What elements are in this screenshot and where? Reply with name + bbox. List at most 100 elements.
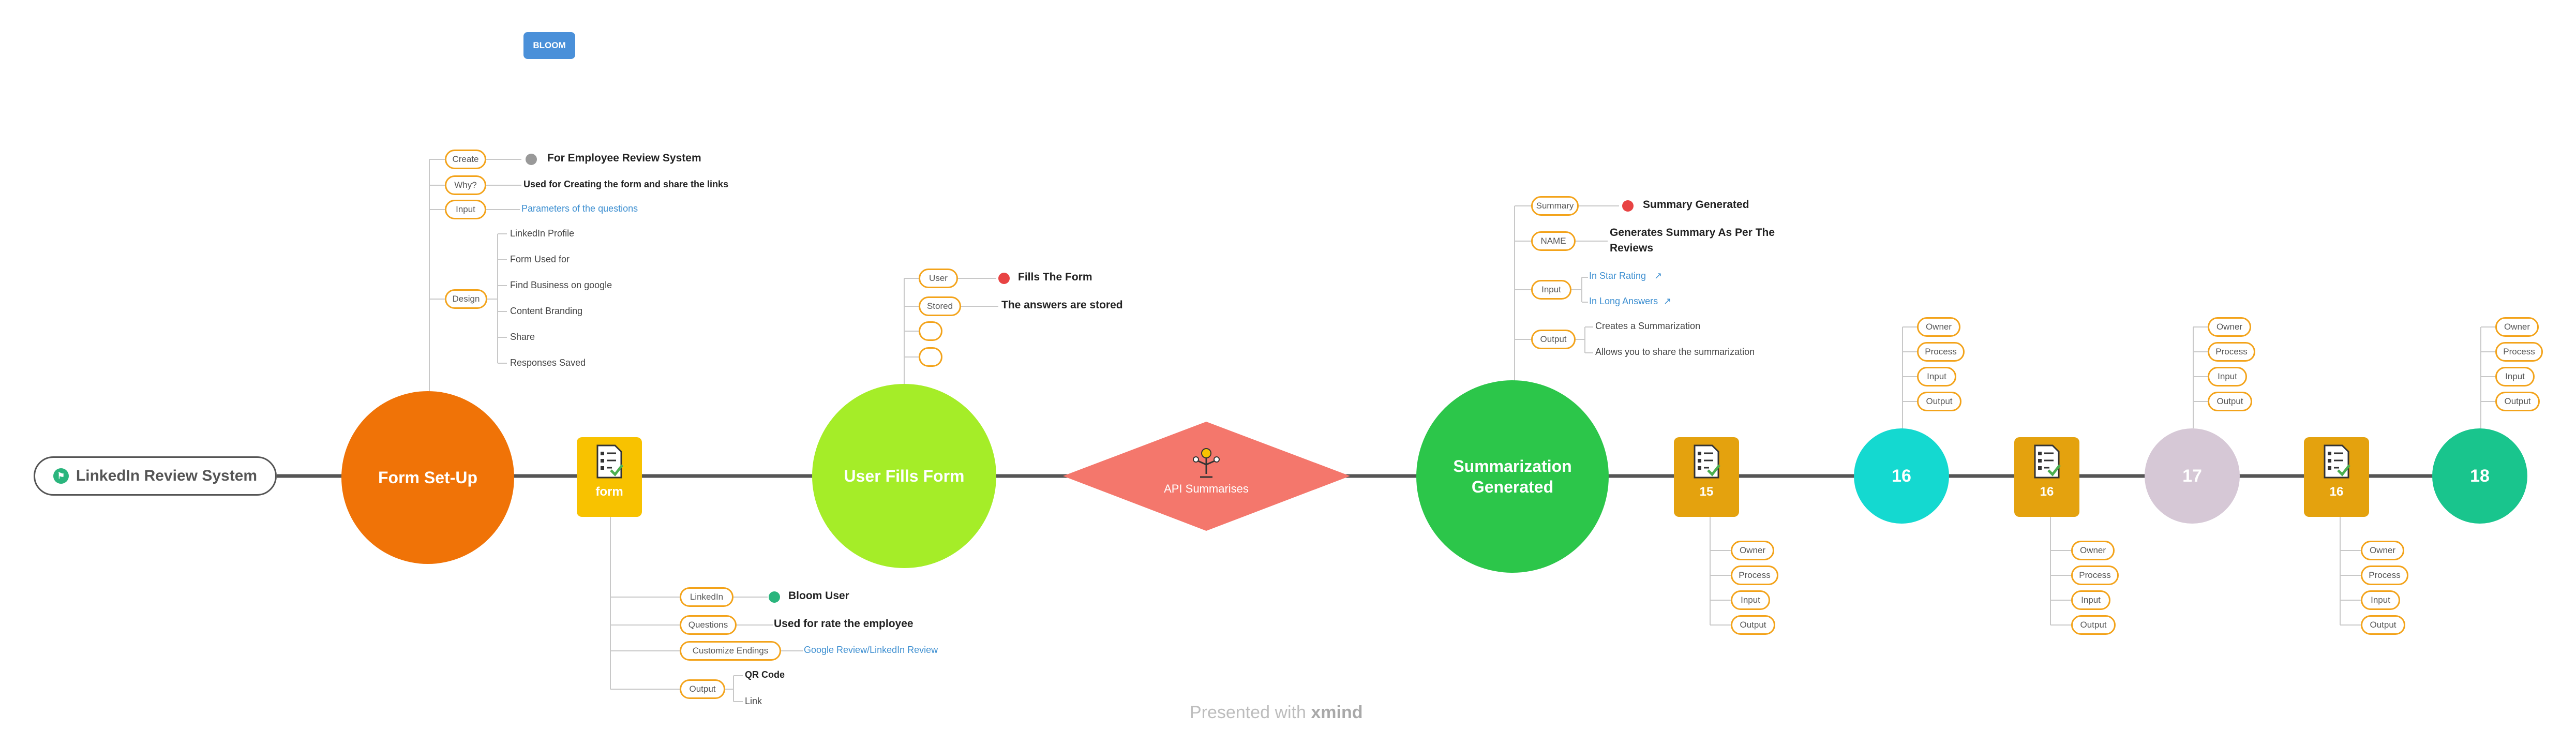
design-item: LinkedIn Profile (510, 228, 575, 239)
node-form-task[interactable]: form (577, 437, 642, 517)
node-user-fills-form[interactable]: User Fills Form (812, 384, 996, 568)
bloom-badge[interactable]: BLOOM (523, 32, 575, 59)
person-icon (1622, 200, 1634, 212)
node-task-16a-label: 16 (2040, 485, 2054, 499)
external-link-icon: ↗ (1664, 296, 1672, 306)
pill-owner[interactable]: Owner (2361, 541, 2404, 560)
pill-design[interactable]: Design (445, 289, 487, 309)
node-circle-17-label: 17 (2182, 466, 2202, 486)
pill-empty[interactable] (919, 321, 942, 341)
input-text[interactable]: Parameters of the questions (521, 203, 638, 214)
checklist-icon (596, 444, 623, 479)
node-task-16b[interactable]: 16 (2304, 437, 2369, 517)
pill-output[interactable]: Output (2208, 392, 2252, 411)
name-text-2: Reviews (1610, 242, 1654, 254)
questions-text: Used for rate the employee (774, 618, 913, 630)
pill-owner[interactable]: Owner (2495, 317, 2539, 337)
pill-summary[interactable]: Summary (1531, 196, 1579, 216)
pill-input[interactable]: Input (1917, 367, 1956, 386)
pill-user[interactable]: User (919, 269, 958, 288)
external-link-icon: ↗ (1654, 271, 1663, 281)
pill-customize-endings[interactable]: Customize Endings (680, 641, 781, 661)
node-form-setup-label: Form Set-Up (378, 468, 477, 487)
pill-input[interactable]: Input (2495, 367, 2535, 386)
design-item: Responses Saved (510, 358, 586, 368)
pill-questions[interactable]: Questions (680, 615, 737, 635)
pill-process[interactable]: Process (2071, 566, 2119, 585)
pill-output[interactable]: Output (1731, 615, 1775, 635)
node-task-16b-label: 16 (2329, 485, 2344, 499)
node-task-15-label: 15 (1699, 485, 1714, 499)
watermark-brand: xmind (1311, 703, 1363, 722)
input-item[interactable]: In Star Rating (1589, 271, 1646, 281)
pill-output[interactable]: Output (2495, 392, 2540, 411)
node-circle-18[interactable]: 18 (2432, 428, 2527, 524)
design-item: Find Business on google (510, 280, 612, 290)
node-user-fills-label: User Fills Form (844, 466, 965, 485)
person-icon (769, 591, 780, 603)
node-circle-18-label: 18 (2470, 466, 2490, 486)
pill-why[interactable]: Why? (445, 175, 486, 195)
pill-output[interactable]: Output (680, 679, 725, 699)
pill-process[interactable]: Process (2208, 342, 2255, 362)
pill-owner[interactable]: Owner (1917, 317, 1960, 337)
node-circle-17[interactable]: 17 (2145, 428, 2240, 524)
pill-input[interactable]: Input (2208, 367, 2247, 386)
watermark: Presented with xmind (1190, 703, 1362, 723)
pill-empty[interactable] (919, 347, 942, 367)
person-icon (998, 273, 1010, 284)
pill-input[interactable]: Input (2361, 590, 2400, 610)
node-summ-line1: Summarization (1453, 457, 1572, 475)
output-item: Link (745, 696, 762, 706)
output-item: Allows you to share the summarization (1595, 347, 1755, 357)
pill-stored[interactable]: Stored (919, 296, 961, 316)
person-icon (526, 154, 537, 165)
input-item[interactable]: In Long Answers (1589, 296, 1658, 306)
name-text-1: Generates Summary As Per The (1610, 227, 1775, 239)
node-api-summarises[interactable]: API Summarises (1138, 446, 1275, 513)
node-task-16a[interactable]: 16 (2014, 437, 2079, 517)
create-text: For Employee Review System (547, 152, 701, 164)
checklist-icon (2034, 444, 2061, 479)
pill-output[interactable]: Output (1917, 392, 1961, 411)
pill-process[interactable]: Process (1731, 566, 1778, 585)
process-icon (1193, 448, 1220, 478)
design-item: Share (510, 332, 535, 342)
node-form-task-label: form (595, 485, 623, 499)
pill-process[interactable]: Process (2495, 342, 2543, 362)
root-label: LinkedIn Review System (76, 467, 258, 484)
design-item: Content Branding (510, 306, 583, 316)
linkedin-text: Bloom User (788, 590, 849, 602)
pill-name[interactable]: NAME (1531, 231, 1576, 251)
output-item: Creates a Summarization (1595, 321, 1701, 331)
checklist-icon (2324, 444, 2350, 479)
node-form-setup[interactable]: Form Set-Up (341, 391, 514, 564)
node-task-15[interactable]: 15 (1674, 437, 1739, 517)
pill-create[interactable]: Create (445, 150, 486, 169)
pill-output[interactable]: Output (2361, 615, 2405, 635)
design-item: Form Used for (510, 254, 570, 264)
user-text: Fills The Form (1018, 271, 1092, 283)
pill-owner[interactable]: Owner (2208, 317, 2251, 337)
pill-linkedin[interactable]: LinkedIn (680, 587, 733, 607)
pill-owner[interactable]: Owner (2071, 541, 2115, 560)
summary-text: Summary Generated (1643, 199, 1749, 211)
node-summ-line2: Generated (1471, 478, 1554, 496)
pill-process[interactable]: Process (1917, 342, 1965, 362)
pill-output[interactable]: Output (2071, 615, 2116, 635)
pill-output[interactable]: Output (1531, 330, 1576, 349)
custom-text[interactable]: Google Review/LinkedIn Review (804, 645, 938, 655)
pill-input[interactable]: Input (445, 200, 486, 219)
flag-icon: ⚑ (53, 468, 69, 484)
pill-input[interactable]: Input (1731, 590, 1770, 610)
pill-input[interactable]: Input (1531, 280, 1571, 300)
node-summarization[interactable]: Summarization Generated (1416, 380, 1609, 573)
pill-process[interactable]: Process (2361, 566, 2408, 585)
pill-input[interactable]: Input (2071, 590, 2110, 610)
root-topic[interactable]: ⚑ LinkedIn Review System (34, 456, 277, 496)
node-circle-16[interactable]: 16 (1854, 428, 1949, 524)
pill-owner[interactable]: Owner (1731, 541, 1774, 560)
why-text: Used for Creating the form and share the… (523, 179, 729, 189)
